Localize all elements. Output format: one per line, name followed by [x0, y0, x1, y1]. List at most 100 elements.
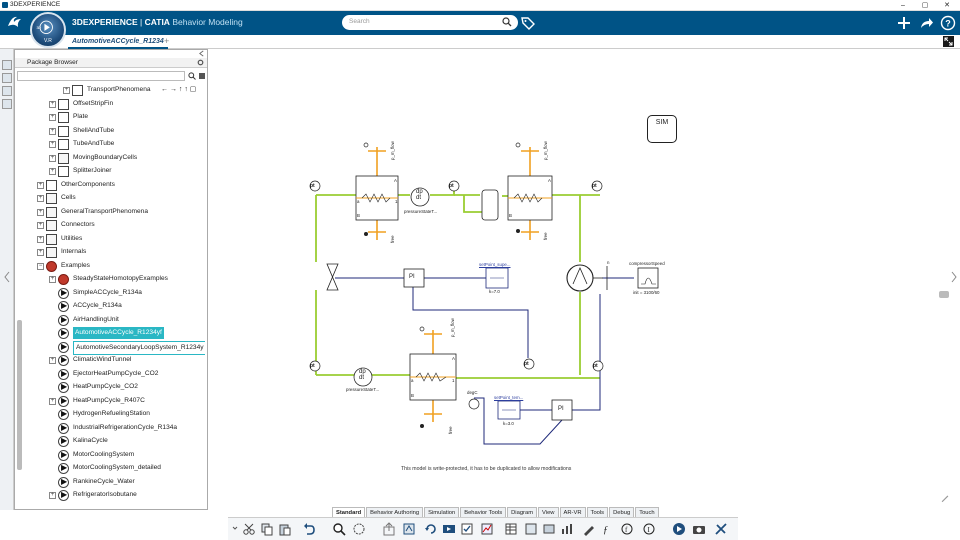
search-icon[interactable]	[502, 17, 512, 27]
tree-expander[interactable]: +	[49, 276, 56, 283]
tree-expander[interactable]: +	[37, 235, 44, 243]
tree-scrollbar[interactable]	[17, 320, 22, 470]
package-view-button[interactable]	[2, 73, 12, 83]
cut-icon[interactable]	[242, 522, 256, 536]
tree-item[interactable]: +Plate	[15, 111, 205, 125]
tab-view[interactable]: View	[538, 507, 559, 517]
close-button[interactable]: ✕	[944, 2, 950, 9]
tree-item[interactable]: +OtherComponents	[15, 179, 205, 193]
tab-tools[interactable]: Tools	[586, 507, 609, 517]
settings-view-button[interactable]	[2, 99, 12, 109]
tree-item[interactable]: MotorCoolingSystem_detailed	[15, 462, 205, 476]
tree-item[interactable]: ACCycle_R134a	[15, 300, 205, 314]
tree-item[interactable]: +SteadyStateHomotopyExamples	[15, 273, 205, 287]
chat-icon[interactable]	[938, 289, 950, 301]
tab-standard[interactable]: Standard	[332, 507, 366, 517]
export-icon[interactable]	[382, 522, 396, 536]
tree-item[interactable]: EjectorHeatPumpCycle_CO2	[15, 368, 205, 382]
tab-behavior-authoring[interactable]: Behavior Authoring	[366, 507, 424, 517]
tree-item[interactable]: KalinaCycle	[15, 435, 205, 449]
tree-expander[interactable]: +	[37, 181, 44, 189]
check-model-icon[interactable]	[460, 522, 474, 536]
share-icon[interactable]	[918, 15, 934, 31]
ds-logo-icon[interactable]	[6, 13, 24, 31]
tree-expander[interactable]: +	[49, 141, 56, 148]
tree-item[interactable]: +MovingBoundaryCells	[15, 152, 205, 166]
tree-expander[interactable]: +	[63, 87, 70, 94]
tree-item[interactable]: +ClimaticWindTunnel	[15, 354, 205, 368]
format-icon[interactable]: f	[620, 522, 634, 536]
tree-item[interactable]: +SplitterJoiner	[15, 165, 205, 179]
label-setpoint-superheat[interactable]: setPoint_supe...	[479, 262, 511, 267]
help-icon[interactable]: ?	[940, 15, 956, 31]
tree-expander[interactable]: +	[49, 100, 56, 108]
tree-expander[interactable]: −	[37, 262, 44, 270]
tree-expander[interactable]: +	[37, 222, 44, 229]
tree-view-button[interactable]	[2, 60, 12, 70]
tab-simulation[interactable]: Simulation	[424, 507, 460, 517]
tree-item[interactable]: AutomotiveSecondaryLoopSystem_R1234y	[15, 340, 205, 355]
model-browser-icon[interactable]	[402, 522, 416, 536]
plot-icon[interactable]	[480, 522, 494, 536]
pencil-icon[interactable]	[940, 493, 950, 503]
search-input[interactable]: Search	[342, 15, 518, 30]
tree-item[interactable]: +ShellAndTube	[15, 125, 205, 139]
refresh-icon[interactable]	[424, 522, 438, 536]
maximize-button[interactable]: ▢	[921, 2, 929, 9]
play-simulation-icon[interactable]	[672, 522, 686, 536]
fit-all-icon[interactable]	[352, 522, 366, 536]
tree-expander[interactable]: +	[49, 127, 56, 135]
tree-item[interactable]: +Connectors	[15, 219, 205, 233]
tree-item[interactable]: +Utilities	[15, 233, 205, 247]
tree-expander[interactable]: +	[49, 154, 56, 162]
text-icon[interactable]: I	[642, 522, 656, 536]
tab-ar-vr[interactable]: AR-VR	[559, 507, 586, 517]
fullscreen-icon[interactable]	[943, 36, 954, 47]
zoom-icon[interactable]	[332, 522, 346, 536]
camera-icon[interactable]	[692, 522, 706, 536]
tree-item[interactable]: +GeneralTransportPhenomena	[15, 206, 205, 220]
tree-item[interactable]: +HeatPumpCycle_R407C	[15, 395, 205, 409]
tree-expander[interactable]: +	[37, 195, 44, 202]
tree-item[interactable]: RankineCycle_Water	[15, 476, 205, 490]
tree-item[interactable]: SimpleACCycle_R134a	[15, 287, 205, 301]
sim-block[interactable]: SIM	[647, 115, 677, 143]
add-tab-button[interactable]: +	[164, 36, 170, 46]
collapse-panel-icon[interactable]	[198, 50, 205, 57]
statistics-icon[interactable]	[560, 522, 574, 536]
tab-touch[interactable]: Touch	[635, 507, 659, 517]
toolbar-menu-icon[interactable]	[232, 522, 238, 536]
draw-icon[interactable]	[582, 522, 596, 536]
tag-icon[interactable]	[520, 15, 536, 31]
tab-document[interactable]: AutomotiveACCycle_R1234	[68, 36, 168, 49]
filter-options-icon[interactable]	[198, 72, 206, 80]
compass-widget[interactable]: 3D V.R	[30, 12, 66, 48]
results-icon[interactable]	[542, 522, 556, 536]
add-icon[interactable]	[896, 15, 912, 31]
tree-expander[interactable]: +	[49, 114, 56, 121]
tree-expander[interactable]: +	[49, 492, 56, 499]
library-view-button[interactable]	[2, 86, 12, 96]
tree-item[interactable]: +TransportPhenomena← → ↑ ↑ ▢	[15, 84, 205, 98]
tree-expander[interactable]: +	[37, 249, 44, 256]
play-icon[interactable]: 3D	[32, 14, 64, 46]
tree-item[interactable]: HeatPumpCycle_CO2	[15, 381, 205, 395]
search-icon[interactable]	[188, 72, 196, 80]
tab-diagram[interactable]: Diagram	[507, 507, 538, 517]
variables-icon[interactable]	[524, 522, 538, 536]
tab-debug[interactable]: Debug	[609, 507, 635, 517]
tree-item[interactable]: HydrogenRefuelingStation	[15, 408, 205, 422]
tools-icon[interactable]	[714, 522, 728, 536]
tree-item[interactable]: +OffsetStripFin	[15, 98, 205, 112]
tree-item[interactable]: +RefrigeratorIsobutane	[15, 489, 205, 503]
minimize-button[interactable]: –	[901, 2, 905, 9]
tab-behavior-tools[interactable]: Behavior Tools	[460, 507, 507, 517]
tree-item[interactable]: +TubeAndTube	[15, 138, 205, 152]
tree-item[interactable]: MotorCoolingSystem	[15, 449, 205, 463]
tree-item[interactable]: +Cells	[15, 192, 205, 206]
tree-item[interactable]: IndustrialRefrigerationCycle_R134a	[15, 422, 205, 436]
copy-icon[interactable]	[260, 522, 274, 536]
formula-icon[interactable]: ƒ	[600, 522, 614, 536]
simulate-icon[interactable]	[442, 522, 456, 536]
expand-right-icon[interactable]	[950, 271, 958, 283]
